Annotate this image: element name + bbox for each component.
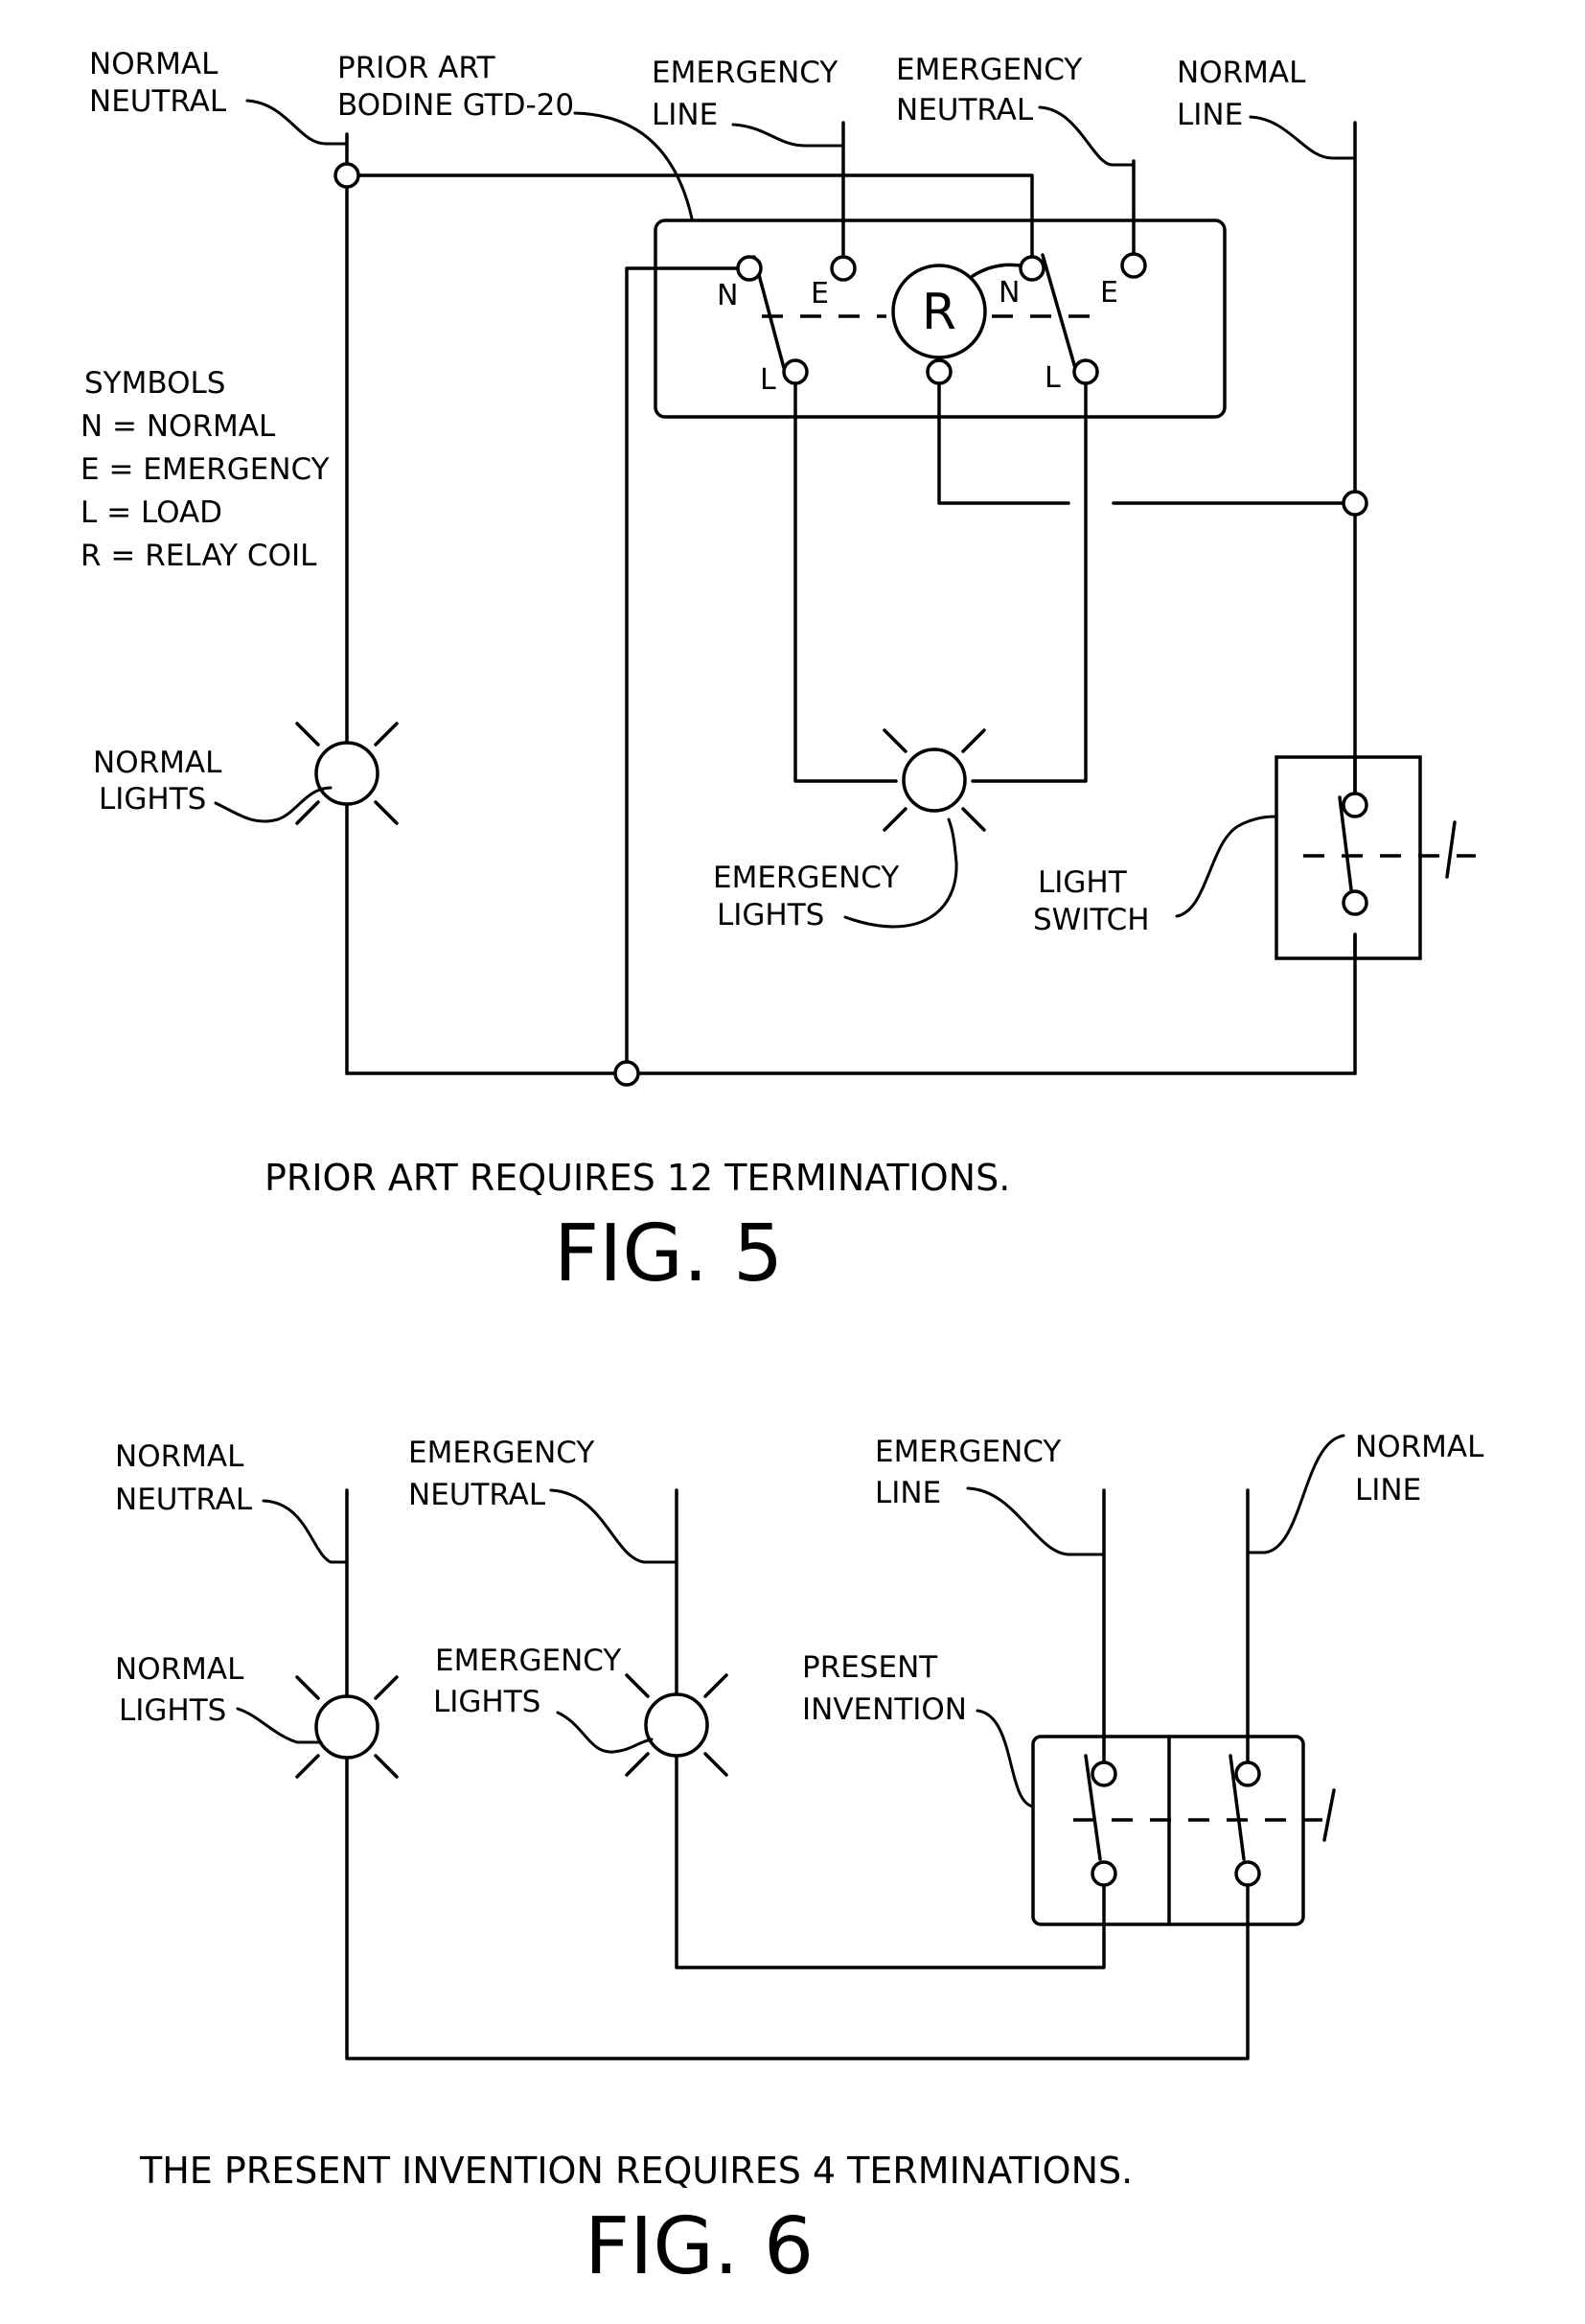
label-emergency-lights: EMERGENCY LIGHTS	[713, 861, 908, 932]
terminal-e2	[1120, 252, 1147, 279]
normal-lights-lamp	[295, 1675, 399, 1779]
terminal-letter-n2: N	[999, 276, 1020, 310]
fig5-terminals	[333, 162, 1368, 1087]
terminal-letter-l2: L	[1045, 361, 1061, 395]
terminal-letter-n1: N	[717, 279, 738, 312]
coil-return-wire-left	[937, 370, 1070, 505]
label-light-switch: LIGHT SWITCH	[1033, 865, 1150, 937]
fig6-leader-lines	[236, 1434, 1345, 1808]
label-emergency-neutral: EMERGENCY NEUTRAL	[408, 1436, 604, 1512]
terminal-l1	[782, 358, 809, 385]
relay-blade-2	[1041, 253, 1077, 370]
emergency-lights-lamp	[625, 1673, 728, 1777]
terminal-e1	[830, 255, 857, 282]
light-switch-blade	[1338, 795, 1353, 891]
label-normal-neutral: NORMAL NEUTRAL	[89, 47, 227, 119]
light-switch-box	[1275, 755, 1422, 960]
light-switch-terminal-top	[1342, 792, 1368, 818]
device-blade-left	[1084, 1754, 1102, 1861]
symbols-legend: SYMBOLS N = NORMAL E = EMERGENCY L = LOA…	[80, 366, 338, 573]
junction-terminal	[613, 1060, 640, 1087]
emergency-loop-wire	[675, 1488, 1106, 1969]
relay-coil	[891, 264, 987, 359]
label-emergency-neutral: EMERGENCY NEUTRAL	[896, 53, 1091, 127]
device-blade-right	[1229, 1754, 1246, 1861]
junction-terminal	[333, 162, 360, 189]
coil-to-n2-wire	[971, 263, 1027, 278]
load2-wire	[971, 370, 1088, 783]
fig6-caption: THE PRESENT INVENTION REQUIRES 4 TERMINA…	[139, 2150, 1133, 2192]
label-normal-lights: NORMAL LIGHTS	[115, 1652, 253, 1728]
neutral-to-n2-wire	[345, 173, 1034, 261]
device-terminal-normal-load	[1234, 1860, 1261, 1887]
n1-feed-wire	[625, 266, 749, 1075]
fig5-leader-lines	[214, 99, 1357, 929]
emergency-lights-lamp	[883, 728, 986, 832]
label-emergency-line: EMERGENCY LINE	[652, 56, 847, 132]
label-normal-lights: NORMAL LIGHTS	[93, 746, 231, 817]
fig6-diagram: NORMAL NEUTRAL EMERGENCY NEUTRAL EMERGEN…	[115, 1430, 1493, 2292]
label-normal-line: NORMAL LINE	[1355, 1430, 1493, 1507]
terminal-letter-e1: E	[811, 277, 829, 311]
terminal-coil	[926, 358, 953, 385]
terminal-n2	[1019, 255, 1045, 282]
load1-wire	[793, 370, 898, 783]
fig5-caption: PRIOR ART REQUIRES 12 TERMINATIONS.	[264, 1157, 1010, 1199]
normal-loop-wire	[345, 1488, 1250, 2060]
device-actuator	[1322, 1788, 1336, 1842]
fig6-title: FIG. 6	[585, 2201, 814, 2292]
fig5-wires	[345, 121, 1357, 1075]
present-invention-device	[1031, 1735, 1336, 1926]
device-terminal-normal-line	[1234, 1760, 1261, 1787]
fig5-diagram: R N E L N E L	[80, 47, 1476, 1300]
relay-coil-label: R	[922, 284, 956, 341]
terminal-letter-e2: E	[1100, 276, 1118, 310]
light-switch-actuator	[1445, 820, 1457, 879]
label-emergency-line: EMERGENCY LINE	[875, 1435, 1070, 1510]
light-switch-terminal-bottom	[1342, 889, 1368, 916]
terminal-letter-l1: L	[760, 363, 776, 397]
light-switch	[1275, 755, 1476, 960]
label-prior-art: PRIOR ART BODINE GTD-20	[337, 51, 574, 123]
label-present-invention: PRESENT INVENTION	[802, 1650, 967, 1727]
junction-terminal	[1342, 490, 1368, 517]
label-normal-neutral: NORMAL NEUTRAL	[115, 1439, 253, 1517]
device-terminal-emergency-line	[1091, 1760, 1117, 1787]
terminal-l2	[1072, 358, 1099, 385]
terminal-n1	[736, 255, 763, 282]
device-terminal-emergency-load	[1091, 1860, 1117, 1887]
label-emergency-lights: EMERGENCY LIGHTS	[433, 1644, 631, 1719]
fig5-title: FIG. 5	[554, 1208, 783, 1300]
label-normal-line: NORMAL LINE	[1177, 56, 1315, 132]
